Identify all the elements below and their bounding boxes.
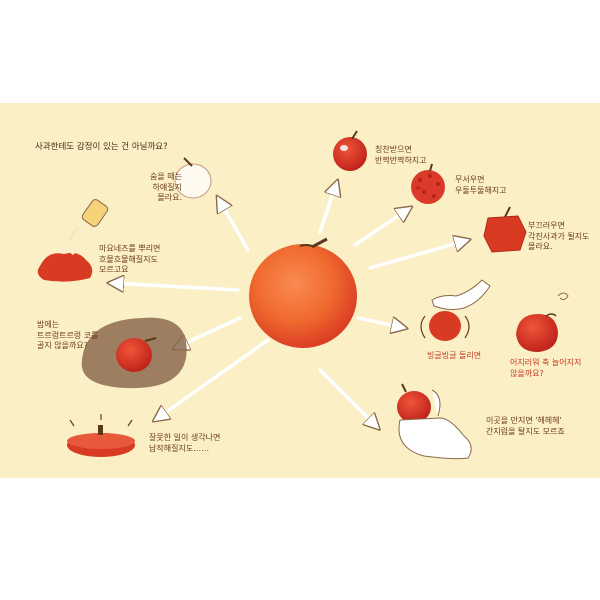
arrow-shiny bbox=[318, 182, 337, 234]
arrow-flat bbox=[155, 338, 270, 420]
arrows bbox=[110, 182, 468, 428]
melted-apple bbox=[37, 199, 109, 282]
caption-dirty: 밤에는 트르렁트르렁 코를 골지 않을까요? bbox=[37, 320, 99, 350]
dirty-apple bbox=[81, 317, 187, 389]
dizzy-apple bbox=[516, 292, 569, 352]
flat-apple bbox=[67, 414, 135, 457]
arrow-square bbox=[368, 240, 468, 270]
caption-melted: 마요네즈를 뿌리면 흐물흐물해질지도 모르고요 bbox=[99, 244, 161, 274]
caption-dizzy: 어지러워 축 늘어지지 않을까요? bbox=[510, 358, 582, 378]
arrow-spin bbox=[356, 316, 405, 328]
caption-pale: 숨을 때는 하얘질지 몰라요. bbox=[150, 172, 182, 202]
caption-shiny: 칭찬받으면 반짝반짝하지고 bbox=[375, 145, 427, 165]
caption-spin: 빙글빙글 돌리면 bbox=[427, 351, 482, 360]
arrow-melted bbox=[110, 283, 240, 290]
arrow-tickle bbox=[318, 368, 378, 428]
shiny-apple bbox=[333, 130, 367, 171]
caption-bumpy: 무서우면 우둘투둘해지고 bbox=[455, 175, 507, 195]
question-title: 사과한테도 감정이 있는 건 아닐까요? bbox=[35, 142, 168, 152]
square-apple bbox=[483, 206, 527, 253]
pale-apple bbox=[174, 157, 212, 199]
caption-flat: 잘못한 일이 생각나면 납작해질지도…… bbox=[149, 433, 221, 453]
caption-tickle: 이곳을 만지면 '헤헤헤' 간지럼을 탈지도 모르죠 bbox=[486, 416, 565, 436]
spin-apple bbox=[420, 279, 491, 341]
arrow-pale bbox=[218, 198, 250, 252]
big-apple bbox=[249, 237, 357, 348]
caption-square: 부끄러우면 각진사과가 될지도 몰라요. bbox=[528, 221, 590, 251]
bumpy-apple bbox=[411, 163, 445, 204]
tickle-apple bbox=[397, 383, 472, 460]
arrow-bumpy bbox=[353, 208, 410, 247]
